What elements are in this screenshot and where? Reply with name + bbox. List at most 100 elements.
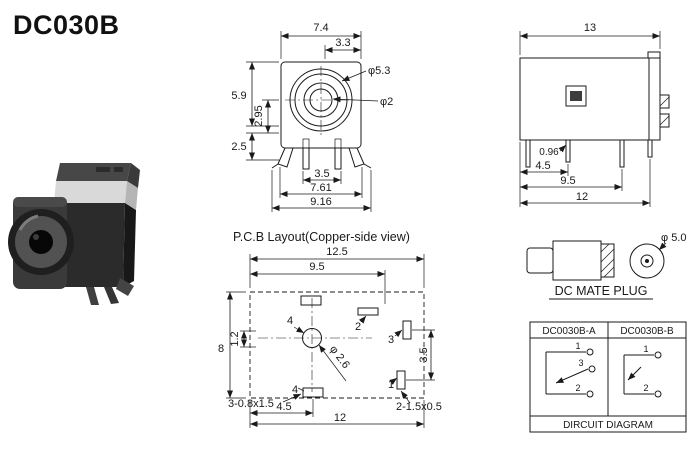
pcb-pin1-label: 1 — [388, 379, 394, 391]
circuit-caption: DIRCUIT DIAGRAM — [563, 420, 653, 431]
photo-body — [52, 203, 125, 287]
dim-side-pin1-label: 4.5 — [535, 160, 550, 172]
dim-pcb-bottom: 12 — [249, 400, 425, 428]
dim-pcb-offset: 1.2 — [229, 330, 256, 348]
dim-pcb-offset-label: 1.2 — [229, 331, 241, 346]
dim-pcb-slot-label: 4.5 — [276, 401, 291, 413]
front-pin — [334, 147, 342, 170]
jack-a-pin2-label: 2 — [575, 383, 580, 393]
jack-b-terminal-2 — [654, 390, 662, 398]
product-photo — [8, 163, 140, 305]
dim-front-width: 7.4 — [280, 22, 362, 59]
pcb-hole-dia-label: φ 2.6 — [327, 343, 352, 371]
dim-front-overall: 9.16 — [271, 170, 372, 212]
pcb-slot-spec3-callout: 3-0.8x1.5 — [228, 393, 302, 410]
dim-pin-thickness-label: 0.96 — [539, 147, 559, 158]
jack-a-symbol: 1 3 2 — [545, 341, 596, 398]
circuit-diagram: DC0030B-A DC0030B-B DIRCUIT DIAGRAM 1 3 … — [529, 321, 687, 433]
dim-front-height-label: 5.9 — [231, 90, 246, 102]
side-pin — [525, 139, 531, 168]
dim-side-face: 12 — [520, 159, 651, 207]
leader-dia-pin: φ2 — [332, 96, 393, 108]
photo-pin — [116, 278, 134, 296]
side-view: 13 0.96 4.5 9.5 12 — [519, 22, 670, 207]
pcb-pin4b-label: 4 — [292, 384, 298, 396]
pcb-pin1-callout: 1 — [388, 377, 398, 391]
dim-pcb-slot: 4.5 — [250, 399, 314, 417]
dim-front-lower: 2.5 — [231, 132, 279, 161]
dim-front-center: 2.95 — [253, 99, 279, 133]
pcb-slot — [302, 387, 324, 398]
front-view: 7.4 3.3 φ5.3 φ2 5.9 — [231, 22, 393, 212]
pcb-caption: P.C.B Layout(Copper-side view) — [233, 230, 410, 244]
side-pin — [619, 139, 625, 168]
dim-front-lower-label: 2.5 — [231, 141, 246, 153]
dim-front-pins: 3.5 — [302, 168, 342, 184]
page-title: DC030B — [13, 10, 120, 40]
dim-pcb-height-label: 8 — [218, 343, 224, 355]
pcb-pin4-label: 4 — [287, 315, 293, 327]
jack-b-pin2-label: 2 — [643, 383, 648, 393]
dim-front-center-label: 2.95 — [253, 105, 265, 126]
pcb-slot-spec3-label: 3-0.8x1.5 — [228, 398, 274, 410]
dim-side-pin2-label: 9.5 — [560, 175, 575, 187]
leader-dia-barrel: φ5.3 — [341, 65, 390, 82]
dia-barrel-label: φ5.3 — [368, 65, 390, 77]
dim-front-width-label: 7.4 — [313, 22, 328, 34]
front-body-outline — [280, 61, 362, 149]
jack-b-symbol: 1 2 — [623, 344, 662, 398]
pcb-pin3-callout: 3 — [388, 329, 403, 346]
pcb-pin4b-callout: 4 — [292, 384, 305, 396]
plug-caption: DC MATE PLUG — [555, 284, 648, 298]
dim-pcb-height: 8 — [218, 291, 246, 399]
jack-b-terminal-1 — [654, 351, 662, 359]
pcb-layout: P.C.B Layout(Copper-side view) 12.5 9.5 — [218, 230, 442, 428]
dim-pcb-overall-label: 12.5 — [326, 246, 347, 258]
side-shield-clip — [565, 85, 587, 107]
plug-front-circle — [629, 243, 665, 279]
pcb-slot — [300, 295, 322, 306]
side-body-outline — [519, 57, 661, 141]
dim-side-pin1: 4.5 — [519, 142, 569, 207]
jack-a-terminal-2 — [586, 390, 594, 398]
dim-side-width: 13 — [519, 22, 661, 55]
dim-front-half-width: 3.3 — [324, 37, 361, 59]
side-mount-tab — [659, 113, 670, 128]
pcb-pin2-label: 2 — [355, 321, 361, 333]
front-right-leg — [348, 147, 365, 168]
dim-side-face-label: 12 — [576, 191, 588, 203]
plug-dia-callout: φ 5.0 — [658, 232, 686, 251]
front-pin — [302, 147, 310, 170]
dim-pcb-pad-gap: 3.5 — [406, 329, 435, 381]
pcb-outline — [249, 291, 425, 399]
photo-top-cap — [56, 163, 131, 181]
photo-metal-band — [54, 181, 127, 203]
plug-knurl — [600, 243, 615, 278]
circuit-header-a: DC0030B-A — [542, 326, 596, 337]
pcb-center-hole — [302, 328, 322, 348]
dia-pin-label: φ2 — [380, 96, 393, 108]
photo-pin — [86, 287, 99, 305]
dc-mate-plug: φ 5.0 DC MATE PLUG — [526, 232, 686, 300]
dim-side-pin2: 9.5 — [520, 169, 623, 191]
side-pin — [647, 139, 653, 158]
dim-front-overall-label: 9.16 — [310, 196, 331, 208]
jack-a-pin1-label: 1 — [575, 341, 580, 351]
side-pin — [565, 139, 571, 163]
jack-a-terminal-1 — [586, 348, 594, 356]
pcb-slot-spec2-label: 2-1.5x0.5 — [396, 401, 442, 413]
pcb-slot — [357, 307, 379, 316]
front-left-leg — [277, 147, 294, 168]
pcb-pin4-callout: 4 — [287, 315, 305, 334]
side-mount-tab — [659, 94, 670, 109]
pcb-slot — [402, 320, 412, 340]
pcb-pin2-callout: 2 — [355, 315, 367, 333]
dim-front-body-bottom-label: 7.61 — [310, 182, 331, 194]
dim-front-body-bottom: 7.61 — [279, 167, 363, 198]
pcb-hole-dia-callout: φ 2.6 — [318, 343, 352, 382]
dim-pcb-pads-label: 9.5 — [309, 261, 324, 273]
plug-cable — [526, 247, 554, 274]
leader-pin-thickness: 0.96 — [539, 144, 567, 158]
